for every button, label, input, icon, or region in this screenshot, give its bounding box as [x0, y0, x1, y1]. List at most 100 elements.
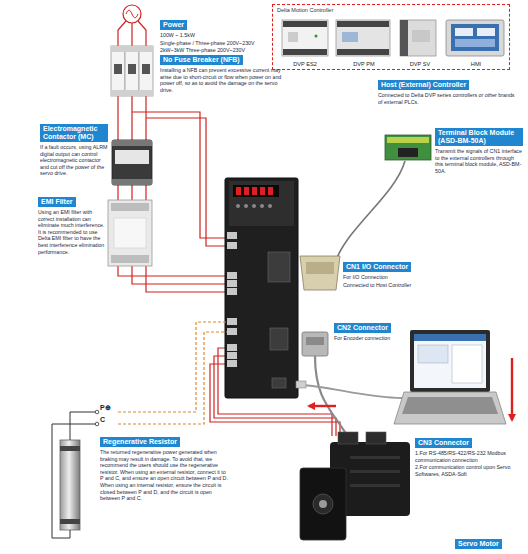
breaker-symbol — [128, 64, 136, 74]
callout-heading: Host (External) Controller — [378, 80, 469, 90]
emi-filter-symbol — [108, 200, 152, 266]
resistor-symbol — [70, 412, 96, 440]
resistor-callout: Regenerative ResistorThe returned regene… — [100, 430, 228, 502]
hmi-device — [446, 20, 504, 56]
power-wire — [118, 21, 126, 46]
power-wire — [131, 96, 132, 140]
regen-wire — [118, 322, 227, 412]
servo-drive — [272, 378, 286, 388]
callout-text: Using an EMI filter with correct install… — [38, 209, 108, 255]
servo-drive — [227, 242, 237, 249]
contactor-symbol — [112, 140, 152, 146]
power-wire — [146, 266, 227, 292]
terminal-block — [398, 148, 418, 157]
terminal-block — [385, 135, 431, 160]
direction-arrow — [511, 358, 513, 420]
plc-device: DVP ES2 — [281, 19, 329, 67]
resistor-symbol — [95, 410, 99, 414]
plc-device — [400, 20, 408, 56]
servo-drive — [252, 204, 256, 208]
plc-device — [342, 32, 358, 42]
encoder-cable — [315, 356, 350, 440]
regen-wire — [118, 332, 227, 424]
servo-motor — [350, 456, 400, 459]
callout-heading: Power — [160, 20, 187, 30]
servo-drive — [260, 187, 265, 195]
servo-drive — [227, 318, 237, 325]
emi-filter-symbol — [108, 200, 152, 266]
ac-source — [126, 10, 138, 18]
servo-drive — [227, 272, 237, 279]
power-wire — [131, 185, 132, 200]
ac-source — [123, 5, 141, 23]
callout-text: Installing a NFB can prevent excessive c… — [160, 67, 282, 93]
terminal-block — [387, 137, 429, 143]
servo-motor — [366, 432, 386, 444]
servo-motor — [313, 494, 333, 514]
callout-heading: CN3 Connector — [415, 438, 472, 448]
contactor-symbol — [112, 140, 152, 185]
callout-text: Connected to Delta DVP series controller… — [378, 92, 518, 105]
servo-drive — [252, 187, 257, 195]
callout-heading: Terminal Block Module (ASD-BM-50A) — [435, 128, 523, 146]
power-wire — [118, 266, 227, 276]
laptop-symbol — [414, 334, 486, 341]
breaker-symbol — [114, 64, 122, 74]
power-wire — [138, 21, 146, 46]
contactor-symbol — [115, 150, 149, 164]
plc-device — [315, 35, 318, 38]
encoder-cable — [315, 356, 350, 440]
callout-text: 2kW~3kW Three-phase 200V~230V — [160, 47, 272, 54]
servo-drive — [227, 288, 237, 295]
servo-drive — [229, 181, 294, 226]
servo-motor — [300, 432, 410, 540]
group-caption: Delta Motion Controller — [273, 5, 509, 15]
cn2-plug — [302, 332, 328, 356]
callout-text: For I/O Connection — [343, 274, 438, 281]
servo-motor — [300, 468, 346, 540]
terminal-block — [385, 135, 431, 160]
servo-motor — [338, 432, 358, 444]
hmi-device — [451, 24, 499, 51]
breaker-symbol — [111, 46, 153, 52]
breaker-symbol — [125, 46, 139, 96]
callout-text: 100W ~ 1.5kW — [160, 32, 272, 39]
plc-device — [336, 20, 390, 56]
power-wire — [117, 96, 118, 140]
power-wire — [117, 185, 118, 200]
servo-drive — [227, 360, 237, 367]
callout-text: 1.For RS-485/RS-422/RS-232 Modbus commun… — [415, 450, 523, 463]
controller-group: Delta Motion ControllerDVP ES2DVP PMDVP … — [272, 4, 510, 70]
plc-device — [337, 49, 389, 55]
laptop-symbol — [402, 397, 498, 414]
plc-device — [288, 32, 298, 42]
servo-drive — [227, 280, 237, 287]
servo-drive — [268, 252, 290, 282]
breaker-callout: No Fuse Breaker (NFB)Installing a NFB ca… — [160, 48, 282, 93]
emi-filter-symbol — [111, 255, 149, 263]
laptop-symbol — [414, 334, 486, 388]
resistor-symbol — [60, 440, 80, 530]
terminal-label: P⊕ — [100, 404, 111, 412]
breaker-symbol — [139, 46, 153, 96]
ac-source — [123, 5, 141, 23]
cn1-plug — [300, 256, 340, 290]
resistor-symbol — [52, 424, 96, 538]
servo-drive — [268, 187, 273, 195]
callout-heading: Servo Motor — [455, 539, 502, 549]
direction-arrow — [309, 405, 336, 407]
laptop-symbol — [394, 330, 506, 424]
servo-drive — [227, 232, 237, 239]
power-wire — [146, 118, 227, 246]
breaker-symbol — [142, 64, 150, 74]
plc-device: DVP PM — [335, 19, 393, 67]
resistor-symbol — [60, 446, 80, 451]
io-cable — [336, 161, 405, 260]
cn2-plug — [302, 332, 328, 356]
breaker-symbol — [111, 46, 153, 96]
hmi-device — [446, 20, 504, 56]
servo-drive — [270, 328, 288, 350]
power-wire — [131, 23, 132, 46]
servo-drive — [244, 187, 249, 195]
